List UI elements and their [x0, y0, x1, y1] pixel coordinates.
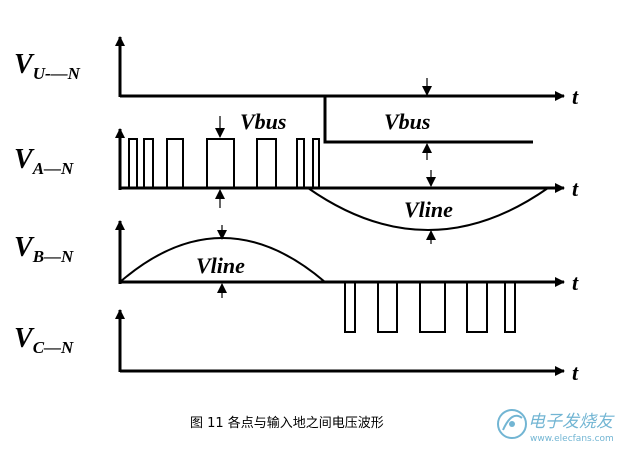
vu-label-sub: U-—N — [33, 64, 81, 83]
vbus-upper-annotation: Vbus — [384, 109, 430, 134]
vb-pwm-waveform — [325, 281, 516, 333]
va-label-sub: A—N — [32, 159, 74, 178]
watermark-text: 电子发烧友 — [528, 412, 615, 432]
vb-panel: VB—N t Vline — [14, 220, 579, 333]
watermark-logo-icon — [497, 409, 527, 439]
vu-waveform — [323, 96, 533, 144]
vb-label: VB—N — [14, 232, 74, 266]
vu-t-label: t — [572, 84, 579, 109]
vu-label: VU-—N — [14, 49, 81, 83]
vc-label: VC—N — [14, 323, 74, 357]
va-t-label: t — [572, 176, 579, 201]
figure-caption: 图 11 各点与输入地之间电压波形 — [190, 415, 384, 431]
vc-t-label: t — [572, 360, 579, 385]
vc-label-sub: C—N — [33, 338, 74, 357]
vu-panel: VU-—N t Vbus — [14, 36, 579, 160]
vb-t-label: t — [572, 270, 579, 295]
vb-label-sub: B—N — [32, 247, 74, 266]
vline-left-annotation: Vline — [196, 253, 245, 278]
va-pwm-waveform — [120, 138, 320, 189]
va-negative-arc — [307, 187, 549, 231]
va-label: VA—N — [14, 144, 74, 178]
watermark: 电子发烧友 www.elecfans.com — [497, 409, 615, 444]
va-panel: VA—N t Vbus Vline — [14, 109, 579, 244]
watermark-url: www.elecfans.com — [530, 434, 614, 444]
vc-panel: VC—N t — [14, 309, 579, 385]
vbus-lower-annotation: Vbus — [240, 109, 286, 134]
vline-right-annotation: Vline — [404, 197, 453, 222]
